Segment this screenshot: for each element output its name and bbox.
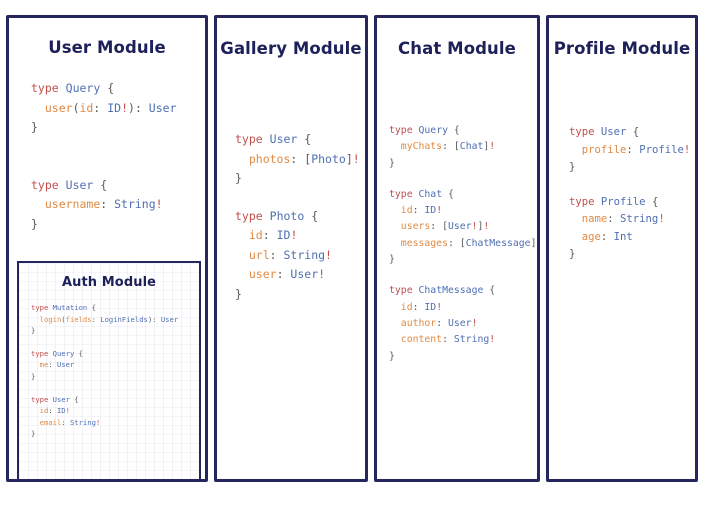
panel-title-chat-module: Chat Module [398, 39, 516, 58]
panel-title-auth-module: Auth Module [61, 275, 157, 290]
code-block-profile-user: type User { profile: Profile! } [569, 126, 691, 173]
code-block-gallery-photo: type Photo { id: ID! url: String! user: … [235, 208, 332, 301]
code-block-profile-profile: type Profile { name: String! age: Int } [569, 195, 665, 261]
panel-title-profile-module: Profile Module [553, 39, 691, 58]
panel-gallery-module[interactable]: Gallery Module type User { photos: [Phot… [214, 15, 368, 482]
code-block-user-type: type User { username: String! } [31, 177, 163, 231]
code-block-chat-chat: type Chat { id: ID! users: [User!]! mess… [389, 188, 537, 266]
panel-profile-module[interactable]: Profile Module type User { profile: Prof… [546, 15, 698, 482]
code-block-gallery-user: type User { photos: [Photo]! } [235, 132, 360, 185]
panel-title-gallery-module: Gallery Module [220, 39, 362, 58]
panel-title-user-module: User Module [48, 38, 166, 57]
code-block-auth-user: type User { id: ID! email: String! } [31, 394, 101, 439]
code-block-user-query: type Query { user(id: ID!): User } [31, 81, 177, 134]
panel-user-module[interactable]: User Module type Query { user(id: ID!): … [6, 15, 208, 482]
panel-chat-module[interactable]: Chat Module type Query { myChats: [Chat]… [374, 15, 540, 482]
code-block-auth-query: type Query { me: User } [31, 348, 83, 381]
code-block-chat-chatmessage: type ChatMessage { id: ID! author: User!… [389, 285, 496, 362]
panel-auth-module[interactable]: Auth Module type Mutation { login(fields… [17, 261, 201, 479]
code-block-chat-query: type Query { myChats: [Chat]! } [389, 125, 496, 169]
code-block-auth-mutation: type Mutation { login(fields: LoginField… [31, 303, 179, 336]
